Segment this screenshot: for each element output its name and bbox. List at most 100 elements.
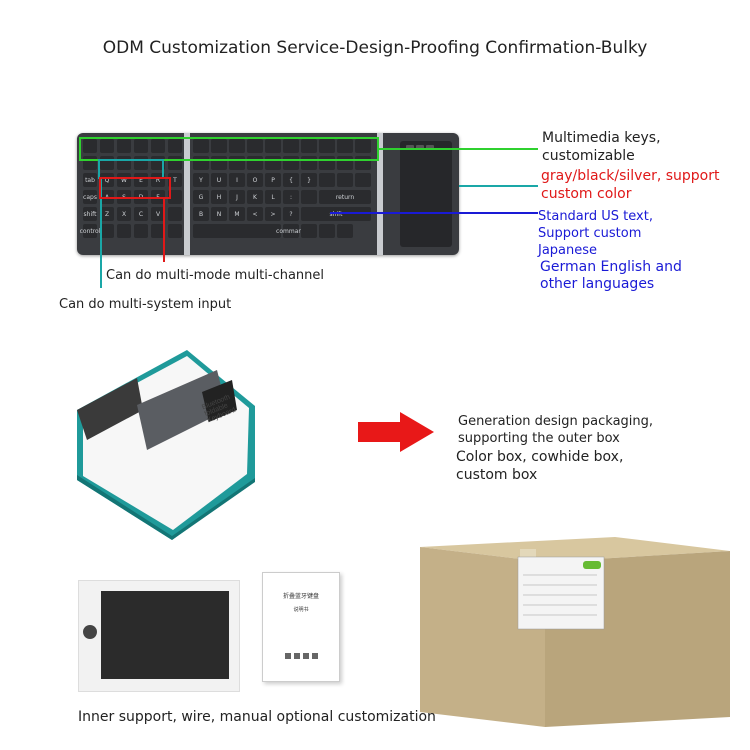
key <box>211 139 227 153</box>
language-label-line: Japanese <box>538 243 598 258</box>
key <box>117 224 131 238</box>
key-c: C <box>134 207 148 221</box>
key <box>229 139 245 153</box>
key <box>100 224 114 238</box>
package-image: Bluetooth foldable Keyboard <box>77 350 257 540</box>
multimedia-label: Multimedia keys, customizable <box>542 129 661 165</box>
key <box>337 224 353 238</box>
cert-icon <box>302 653 309 659</box>
key-l: L <box>265 190 281 204</box>
key-r: R <box>151 173 165 187</box>
inner-label: Inner support, wire, manual optional cus… <box>78 709 436 725</box>
key <box>337 139 353 153</box>
key-u: U <box>211 173 227 187</box>
key <box>265 139 281 153</box>
key-t: T <box>168 173 182 187</box>
key-g: G <box>193 190 209 204</box>
manual-icons <box>263 653 339 659</box>
key-i: I <box>229 173 245 187</box>
touchpad-button <box>416 145 424 150</box>
annotation-lines <box>79 137 538 288</box>
manual-title: 折叠蓝牙键盘 <box>282 594 319 600</box>
key-p: P <box>265 173 281 187</box>
key <box>168 190 182 204</box>
manual-subtitle: 说明书 <box>293 607 309 613</box>
multimedia-highlight <box>79 137 379 161</box>
key <box>355 173 371 187</box>
key-shift: shift <box>83 207 97 221</box>
key-brace-open: { <box>283 173 299 187</box>
multi-system-label: Can do multi-system input <box>59 297 232 312</box>
box-types-label-line: Color box, cowhide box, <box>456 449 624 465</box>
multimedia-label-line: customizable <box>542 148 635 164</box>
page-title: ODM Customization Service-Design-Proofin… <box>102 38 648 58</box>
key-e: E <box>134 173 148 187</box>
key-z: Z <box>100 207 114 221</box>
key <box>319 224 335 238</box>
key-control: control <box>80 224 100 238</box>
keyboard-wrapped <box>101 591 229 679</box>
multimedia-label-line: Multimedia keys, <box>542 130 661 146</box>
key-n: N <box>211 207 227 221</box>
key <box>151 224 165 238</box>
key-question: ? <box>283 207 299 221</box>
key-x: X <box>117 207 131 221</box>
key <box>301 224 317 238</box>
packaging-label-line: supporting the outer box <box>458 431 620 446</box>
key-colon: : <box>283 190 299 204</box>
key-tab: tab <box>83 173 97 187</box>
key-y: Y <box>193 173 209 187</box>
color-label-line: custom color <box>541 186 632 202</box>
key <box>117 139 131 153</box>
language-label-line: German English and <box>540 259 682 275</box>
key <box>283 139 299 153</box>
key-gt: > <box>265 207 281 221</box>
key-brace-close: } <box>301 173 317 187</box>
packaging-label: Generation design packaging, supporting … <box>458 413 653 447</box>
key <box>168 139 182 153</box>
arrow-icon <box>358 412 434 452</box>
key-w: W <box>117 173 131 187</box>
color-label-line: gray/black/silver, support <box>541 168 720 184</box>
cert-icon <box>293 653 300 659</box>
touchpad-button <box>406 145 414 150</box>
key <box>319 173 335 187</box>
hinge-left <box>184 133 190 255</box>
key <box>168 224 182 238</box>
multi-mode-highlight <box>98 159 164 179</box>
key-return: return <box>319 190 371 204</box>
key <box>301 190 317 204</box>
key-caps: caps <box>83 190 97 204</box>
key <box>337 173 353 187</box>
key <box>319 139 335 153</box>
manual-image: 折叠蓝牙键盘 说明书 <box>262 572 340 682</box>
color-label: gray/black/silver, support custom color <box>541 167 719 203</box>
key <box>247 139 263 153</box>
box-types-label-line: custom box <box>456 467 538 483</box>
key <box>151 139 165 153</box>
multi-system-highlight <box>99 177 171 199</box>
key-lt: < <box>247 207 263 221</box>
key-space <box>193 224 281 238</box>
multi-mode-label: Can do multi-mode multi-channel <box>106 268 325 283</box>
key <box>83 139 97 153</box>
hinge-right <box>377 133 383 255</box>
language-label: Standard US text, Support custom Japanes… <box>538 208 682 293</box>
key <box>168 207 182 221</box>
language-label-line: other languages <box>540 276 655 292</box>
key-b: B <box>193 207 209 221</box>
key-h: H <box>211 190 227 204</box>
language-label-line: Support custom <box>538 226 642 241</box>
key-j: J <box>229 190 245 204</box>
cert-icon <box>284 653 291 659</box>
key <box>355 139 371 153</box>
key-command: command <box>276 224 306 238</box>
touchpad <box>400 141 452 247</box>
packaging-label-line: Generation design packaging, <box>458 414 654 429</box>
key-k: K <box>247 190 263 204</box>
key <box>100 139 114 153</box>
key-m: M <box>229 207 245 221</box>
key-q: Q <box>100 173 114 187</box>
cable-icon <box>83 625 97 639</box>
key <box>134 224 148 238</box>
